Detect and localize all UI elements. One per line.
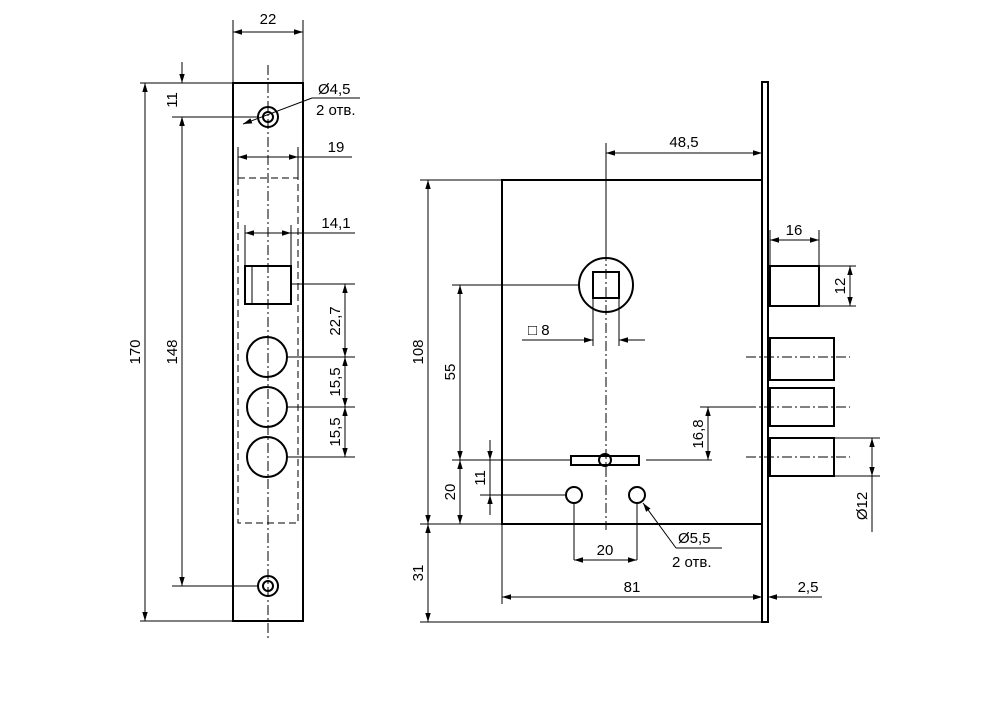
dim-plate-thickness: 2,5 [798, 579, 819, 596]
spindle-hub [578, 257, 634, 313]
bolt-hole-1 [246, 336, 288, 378]
dim-hole-spacing: 148 [164, 339, 181, 364]
dim-lower-extension: 31 [410, 565, 427, 582]
dim-backset: 48,5 [669, 134, 698, 151]
dim-hole-offset: 11 [164, 92, 181, 108]
dim-key-hole-spacing: 20 [597, 542, 614, 559]
dim-key-hole-offset: 11 [472, 470, 489, 486]
dim-latch-depth: 16 [786, 222, 803, 239]
dim-hole-count: 2 отв. [316, 102, 356, 119]
dim-hole-diameter: Ø4,5 [318, 81, 351, 98]
dead-bolt-1 [769, 337, 835, 381]
cylinder-hole-left [565, 486, 583, 504]
dim-spindle-to-key: 55 [442, 364, 459, 381]
dim-latch-width: 14,1 [321, 215, 350, 232]
dim-spindle-square: □ 8 [528, 322, 550, 339]
dim-bolt-diameter: Ø12 [854, 492, 871, 520]
keyhole-slot [570, 455, 640, 466]
dim-key-hole-diameter: Ø5,5 [678, 530, 711, 547]
dim-latch-height: 12 [832, 278, 849, 295]
dim-key-to-bolt: 16,8 [690, 419, 707, 448]
side-view: 48,5 108 55 20 11 31 □ 8 16,8 20 [410, 81, 880, 623]
dim-body-height: 108 [410, 339, 427, 364]
bolt-hole-3 [246, 436, 288, 478]
cylinder-hole-right [628, 486, 646, 504]
dim-body-depth: 81 [624, 579, 641, 596]
keyhole-round [598, 453, 612, 467]
dim-pitch-2: 15,5 [327, 367, 344, 396]
dim-key-to-bottom: 20 [442, 484, 459, 501]
bolt-hole-2 [246, 386, 288, 428]
dim-plate-width: 22 [260, 11, 277, 28]
dim-pitch-3: 15,5 [327, 417, 344, 446]
dim-total-height: 170 [127, 339, 144, 364]
dim-inner-width: 19 [328, 139, 345, 156]
lock-body [501, 179, 763, 525]
latch-bolt [769, 265, 820, 307]
faceplate-view: 22 170 148 11 19 14,1 22,7 15,5 15,5 Ø4,… [127, 11, 360, 640]
dim-pitch-1: 22,7 [327, 306, 344, 335]
dim-key-hole-count: 2 отв. [672, 554, 712, 571]
